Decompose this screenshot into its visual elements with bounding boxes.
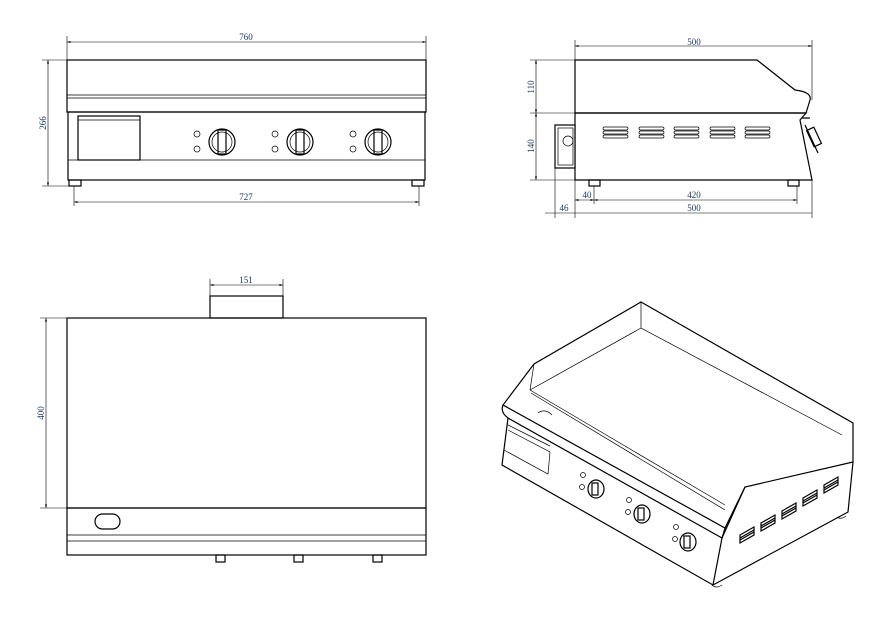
dim-top-depth: 400 <box>36 406 46 420</box>
vents <box>602 126 771 139</box>
rear-box <box>209 295 284 319</box>
iso-vents <box>739 475 839 545</box>
dim-box-projection: 46 <box>560 203 570 213</box>
drawer-box <box>77 115 141 161</box>
dim-lower-height: 140 <box>526 139 536 153</box>
isometric-view <box>501 301 854 588</box>
dim-box-width: 151 <box>239 275 253 285</box>
knob-icon <box>625 497 651 524</box>
dim-side-depth-top: 500 <box>687 37 701 47</box>
dim-front-width: 760 <box>239 32 253 42</box>
dim-side-feet-span: 420 <box>687 190 701 200</box>
dim-feet-span: 727 <box>239 192 253 202</box>
dim-side-depth-bottom: 500 <box>687 203 701 213</box>
side-view: 500 110 140 40 420 46 500 <box>526 37 823 218</box>
top-view: 151 400 <box>36 275 427 563</box>
knob-icon <box>579 472 605 499</box>
front-view: 760 266 727 <box>38 32 427 206</box>
dim-front-height: 266 <box>38 116 48 130</box>
drain-slot <box>94 513 121 530</box>
dim-foot-offset: 40 <box>583 190 593 200</box>
knob-icon <box>672 524 697 552</box>
side-box <box>554 124 576 169</box>
iso-knobs <box>579 472 697 552</box>
knob-icon <box>271 128 314 156</box>
front-knobs <box>193 128 392 156</box>
knob-icon <box>349 128 392 156</box>
dim-upper-height: 110 <box>526 80 536 94</box>
knob-icon <box>193 128 236 156</box>
knob-icon <box>802 117 823 154</box>
